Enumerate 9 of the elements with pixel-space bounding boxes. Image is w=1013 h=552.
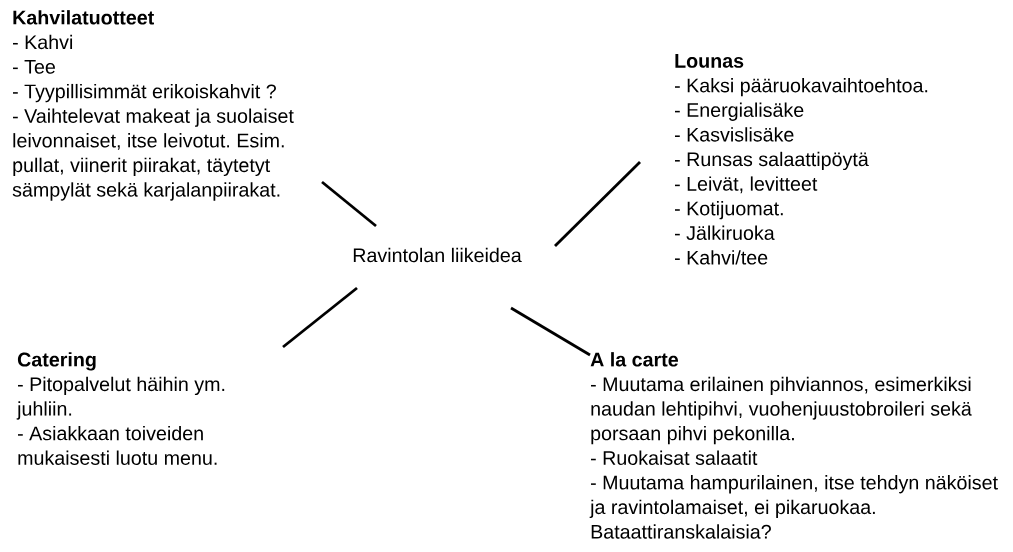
- topic-text: Catering - Pitopalvelut häihin ym. juhliin. - Asiakkaan toiveiden mukaisesti luotu menu.: [16, 352, 225, 465]
- topic-text: Lounas - Kaksi pääruokavaihtoehtoa. - Energialisäke - Kasvislisäke - Runsas salaattipöytä - Leivät, levitteet - Kotijuomat. - Jälkiruoka - Kahvi/tee: [675, 54, 928, 265]
- topic-text: Kahvilatuotteet - Kahvi - Tee - Tyypillisimmät erikoiskahvit ? - Vaihtelevat makeat ja suolaiset leivonnaiset, itse leivotut. Esim. pullat, viinerit piirakat, täytetyt sämpylät sekä karjalanpiirakat.: [12, 10, 294, 201]
- connector-line: [282, 286, 358, 349]
- connector-line: [321, 180, 377, 228]
- central-text: Ravintolan liikeidea: [353, 247, 522, 263]
- connector-line: [510, 306, 591, 357]
- topic-text: A la carte - Muutama erilainen pihviannos, esimerkiksi naudan lehtipihvi, vuohenjuustobroileri sekä porsaan pihvi pekonilla. - Ruokaisat salaatit - Muutama hampurilainen, itse tehdyn näköiset ja ravintolamaiset, ei pikaruokaa. Bataattiranskalaisia?: [589, 352, 998, 539]
- connector-line: [554, 161, 641, 247]
